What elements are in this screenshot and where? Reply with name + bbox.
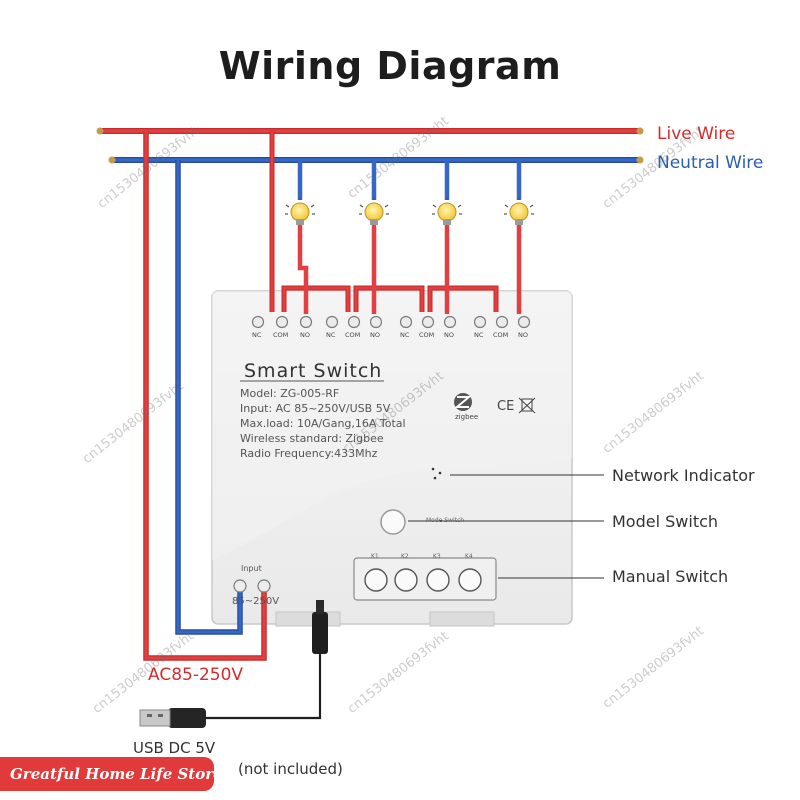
light-bulb-icon [432,197,462,225]
input-voltage-label: 85~250V [232,596,280,607]
usb-note-label: (not included) [238,760,343,778]
store-badge: Greatful Home Life Store [0,757,223,791]
terminal-label: NC [474,331,484,339]
terminal-label: COM [493,331,509,339]
device-wireless-standard: Wireless standard: Zigbee [240,432,384,445]
mode-switch-text: Mode Switch [426,517,465,524]
terminal-label: COM [345,331,361,339]
live-wire-label: Live Wire [657,124,736,144]
light-bulb-icon [285,197,315,225]
network-indicator-led [431,467,442,480]
light-bulb-icon [504,197,534,225]
device-input-spec: Input: AC 85~250V/USB 5V [240,402,391,415]
manual-switch-panel [353,557,497,601]
svg-text:CE: CE [497,399,514,414]
usb-dc-label: USB DC 5V [133,739,216,757]
usb-cable [205,654,322,720]
terminal-label: COM [419,331,435,339]
network-indicator-label: Network Indicator [612,466,755,485]
device-model: Model: ZG-005-RF [240,387,340,400]
lamp-circuits [297,160,522,314]
manual-switch-label: Manual Switch [612,567,729,586]
manual-key-label: K3 [433,553,441,560]
light-bulb-icon [359,197,389,225]
terminal-label: NO [444,331,454,339]
terminal-label: NO [370,331,380,339]
manual-key-label: K2 [401,553,409,560]
device-max-load: Max.load: 10A/Gang,16A Total [240,417,406,430]
manual-switch-k3[interactable] [426,568,450,592]
com-jumper-wires [269,131,499,312]
weee-bin-icon [518,397,536,414]
ce-mark-icon: CE [497,399,514,414]
zigbee-label: zigbee [455,413,479,421]
device-radio-frequency: Radio Frequency:433Mhz [240,447,378,460]
input-label: Input [241,564,262,573]
dc-barrel-plug-icon [312,600,328,654]
manual-switch-k4[interactable] [458,568,482,592]
terminal-label: NC [326,331,336,339]
manual-switch-k2[interactable] [394,568,418,592]
manual-key-label: K1 [371,553,379,560]
terminal-label: NC [252,331,262,339]
terminal-label: NC [400,331,410,339]
device-name: Smart Switch [244,360,383,382]
relay-terminal-block [251,315,531,329]
input-terminal-block [233,579,271,593]
callout-lines [408,474,604,579]
power-feed-wires [143,131,267,661]
neutral-wire-label: Neutral Wire [657,153,764,173]
terminal-label: COM [273,331,289,339]
mode-switch-button[interactable] [380,509,406,535]
terminal-label: NO [300,331,310,339]
terminal-label: NO [518,331,528,339]
model-switch-label: Model Switch [612,512,719,531]
usb-plug-icon [139,708,206,728]
live-wire [96,127,644,135]
store-name: Greatful Home Life Store [10,765,223,783]
manual-switch-k1[interactable] [364,568,388,592]
ac-voltage-label: AC85-250V [148,665,244,685]
page-title: Wiring Diagram [218,44,562,88]
zigbee-logo-icon [454,393,472,411]
manual-key-label: K4 [465,553,473,560]
